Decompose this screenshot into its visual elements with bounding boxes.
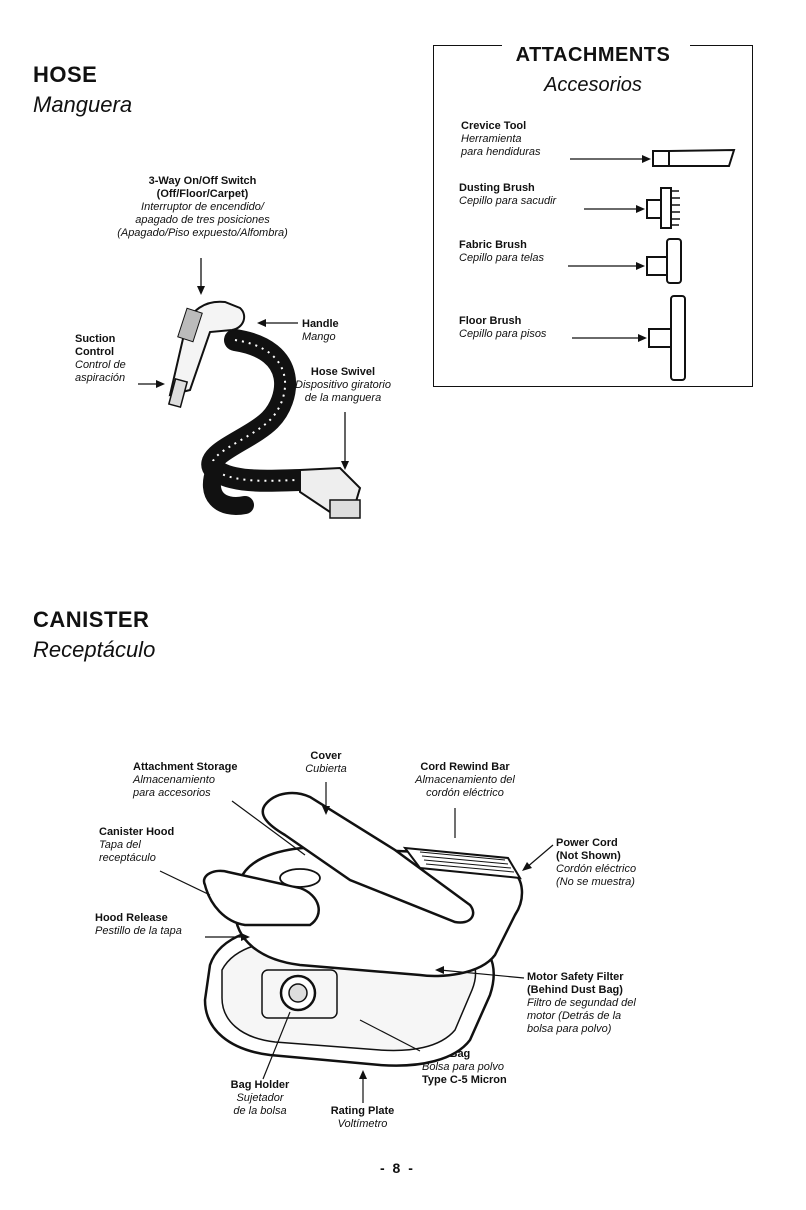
motor-filter-line1: Motor Safety Filter	[527, 971, 624, 983]
attachment-storage-es2: para accesorios	[133, 787, 211, 799]
bag-holder-en: Bag Holder	[230, 1079, 290, 1091]
crevice-tool-icon	[570, 148, 736, 167]
page-number: - 8 -	[380, 1160, 415, 1176]
attachments-box: ATTACHMENTS Accesorios Crevice Tool Herr…	[433, 43, 753, 387]
floor-brush-icon	[572, 295, 686, 381]
rating-plate-label: Rating Plate Voltímetro	[315, 1105, 410, 1131]
bag-holder-label: Bag Holder Sujetador de la bolsa	[215, 1079, 305, 1118]
power-cord-label: Power Cord (Not Shown) Cordón eléctrico …	[556, 837, 636, 889]
suction-es1: Control de	[75, 359, 126, 371]
hood-release-label: Hood Release Pestillo de la tapa	[95, 912, 182, 938]
motor-filter-es2: motor (Detrás de la	[527, 1010, 622, 1022]
switch-label-es3: (Apagado/Piso expuesto/Alfombra)	[117, 227, 288, 239]
cord-rewind-es2: cordón eléctrico	[426, 787, 504, 799]
dusting-brush-label: Dusting Brush Cepillo para sacudir	[459, 182, 556, 208]
motor-filter-es1: Filtro de segundad del	[527, 997, 636, 1009]
attachment-storage-es1: Almacenamiento	[133, 774, 215, 786]
switch-label-line1: 3-Way On/Off Switch	[148, 175, 257, 187]
cord-rewind-es1: Almacenamiento del	[415, 774, 515, 786]
attachment-storage-en: Attachment Storage	[133, 761, 238, 773]
canister-hood-en: Canister Hood	[99, 826, 175, 838]
handle-label-es: Mango	[302, 331, 336, 343]
switch-label-es1: Interruptor de encendido/	[141, 201, 264, 213]
canister-subtitle: Receptáculo	[33, 637, 156, 662]
cord-rewind-en: Cord Rewind Bar	[420, 761, 510, 773]
attachments-title: ATTACHMENTS	[515, 44, 671, 66]
power-cord-es2: (No se muestra)	[556, 876, 635, 888]
attachments-subtitle: Accesorios	[544, 74, 642, 96]
hose-swivel-label: Hose Swivel Dispositivo giratorio de la …	[283, 366, 403, 405]
canister-hood-label: Canister Hood Tapa del receptáculo	[99, 826, 174, 865]
cover-es: Cubierta	[305, 763, 347, 775]
rating-plate-en: Rating Plate	[330, 1105, 395, 1117]
fabric-brush-label: Fabric Brush Cepillo para telas	[459, 239, 544, 265]
dusting-brush-es1: Cepillo para sacudir	[459, 195, 557, 207]
fabric-brush-es1: Cepillo para telas	[459, 252, 544, 264]
power-cord-line1: Power Cord	[556, 837, 618, 849]
bag-holder-es1: Sujetador	[236, 1092, 284, 1104]
handle-label-en: Handle	[302, 318, 339, 330]
cover-en: Cover	[310, 750, 342, 762]
cord-rewind-label: Cord Rewind Bar Almacenamiento del cordó…	[395, 761, 535, 800]
motor-filter-es3: bolsa para polvo)	[527, 1023, 612, 1035]
dust-bag-type: Type C-5 Micron	[422, 1074, 507, 1086]
switch-label-line2: (Off/Floor/Carpet)	[156, 188, 249, 200]
canister-hood-es1: Tapa del	[99, 839, 141, 851]
switch-label: 3-Way On/Off Switch (Off/Floor/Carpet) I…	[90, 175, 315, 240]
swivel-label-es2: de la manguera	[304, 392, 382, 404]
switch-label-es2: apagado de tres posiciones	[135, 214, 270, 226]
hose-title: HOSE	[33, 62, 98, 87]
cover-label: Cover Cubierta	[296, 750, 356, 776]
floor-brush-label: Floor Brush Cepillo para pisos	[459, 315, 546, 341]
suction-line1: Suction	[75, 333, 116, 345]
dust-bag-es: Bolsa para polvo	[422, 1061, 504, 1073]
suction-line2: Control	[75, 346, 115, 358]
hose-subtitle: Manguera	[33, 92, 133, 117]
power-cord-es1: Cordón eléctrico	[556, 863, 637, 875]
attachment-storage-label: Attachment Storage Almacenamiento para a…	[133, 761, 238, 800]
power-cord-line2: (Not Shown)	[556, 850, 621, 862]
swivel-label-en: Hose Swivel	[310, 366, 376, 378]
crevice-tool-es1: Herramienta	[461, 133, 522, 145]
rating-plate-es: Voltímetro	[337, 1118, 388, 1130]
dust-bag-en: Dust Bag	[422, 1048, 471, 1060]
hood-release-en: Hood Release	[95, 912, 168, 924]
attachments-icons	[568, 148, 736, 381]
handle-label: Handle Mango	[302, 318, 339, 344]
crevice-tool-name: Crevice Tool	[461, 120, 527, 132]
hood-release-es: Pestillo de la tapa	[95, 925, 182, 937]
bag-holder-es2: de la bolsa	[233, 1105, 287, 1117]
suction-es2: aspiración	[75, 372, 126, 384]
fabric-brush-icon	[568, 238, 682, 284]
crevice-tool-es2: para hendiduras	[461, 146, 541, 158]
dusting-brush-name: Dusting Brush	[459, 182, 535, 194]
swivel-label-es1: Dispositivo giratorio	[295, 379, 391, 391]
suction-control-label: Suction Control Control de aspiración	[75, 333, 126, 385]
crevice-tool-label: Crevice Tool Herramienta para hendiduras	[461, 120, 541, 159]
canister-hood-es2: receptáculo	[99, 852, 156, 864]
floor-brush-es1: Cepillo para pisos	[459, 328, 547, 340]
canister-title: CANISTER	[33, 607, 150, 632]
floor-brush-name: Floor Brush	[459, 315, 522, 327]
dusting-brush-icon	[584, 187, 680, 229]
fabric-brush-name: Fabric Brush	[459, 239, 527, 251]
motor-filter-label: Motor Safety Filter (Behind Dust Bag) Fi…	[527, 971, 636, 1036]
motor-filter-line2: (Behind Dust Bag)	[527, 984, 623, 996]
dust-bag-label: Dust Bag Bolsa para polvo Type C-5 Micro…	[422, 1048, 507, 1087]
